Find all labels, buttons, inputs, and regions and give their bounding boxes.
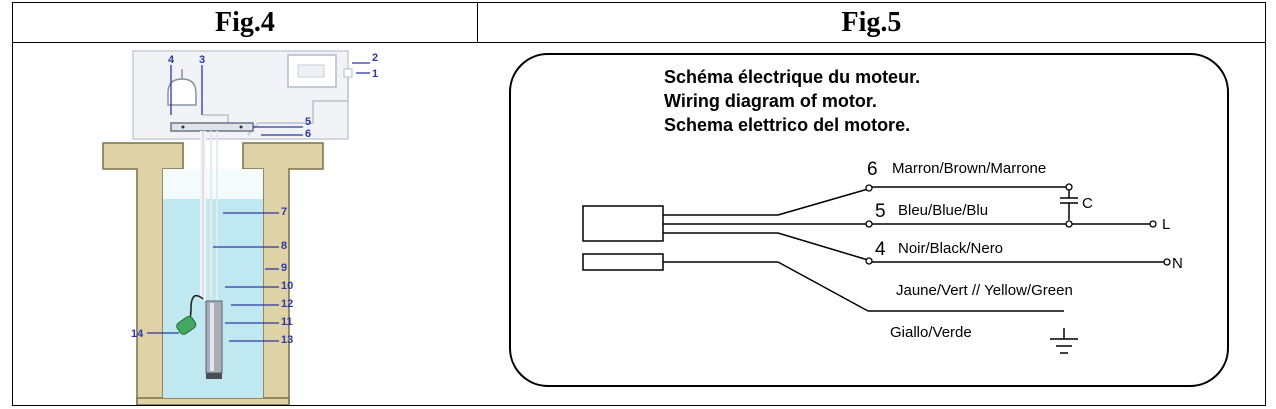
diagram-frame (509, 53, 1229, 387)
label-8: 8 (281, 240, 287, 252)
wire-6-number: 6 (867, 159, 878, 180)
label-10: 10 (281, 280, 293, 292)
leader-lines (147, 62, 370, 342)
well-bottom (136, 397, 290, 405)
switch (343, 68, 353, 78)
neutral-label: N (1172, 255, 1183, 272)
label-11: 11 (281, 316, 293, 328)
wire-4-number: 4 (875, 239, 886, 260)
label-13: 13 (281, 334, 293, 346)
float-switch (176, 315, 197, 335)
wire-5-number: 5 (875, 201, 886, 222)
label-7: 7 (281, 206, 287, 218)
label-5: 5 (305, 116, 311, 128)
capacitor-label: C (1082, 195, 1093, 212)
figures-table: Fig.4 Fig.5 (12, 2, 1266, 406)
title-fr: Schéma électrique du moteur. (664, 67, 920, 87)
wire-6-label: Marron/Brown/Marrone (892, 160, 1046, 177)
faucet (167, 78, 197, 106)
wire-4-label: Noir/Black/Nero (898, 240, 1003, 257)
ground-box (582, 253, 664, 271)
label-14: 14 (131, 328, 144, 340)
control-box-inner (297, 64, 325, 78)
title-en: Wiring diagram of motor. (664, 91, 877, 111)
ground-label-1: Jaune/Vert // Yellow/Green (896, 282, 1073, 299)
label-12: 12 (281, 298, 293, 310)
line-label: L (1162, 216, 1170, 233)
title-it: Schema elettrico del motore. (664, 115, 910, 135)
ground-label-2: Giallo/Verde (890, 324, 972, 341)
label-3: 3 (199, 54, 205, 66)
label-9: 9 (281, 262, 287, 274)
label-2: 2 (372, 52, 378, 64)
fig4-header: Fig.4 (13, 3, 477, 43)
pump-well-diagram: 1 2 3 4 5 6 7 8 9 10 11 12 13 14 (102, 50, 378, 405)
fig5-header: Fig.5 (477, 3, 1265, 43)
wire-5-label: Bleu/Blue/Blu (898, 202, 988, 219)
label-6: 6 (305, 128, 311, 140)
label-1: 1 (372, 68, 378, 80)
motor-box (582, 205, 664, 242)
label-4: 4 (168, 54, 175, 66)
wiring-diagram: Schéma électrique du moteur. Wiring diag… (509, 53, 1229, 387)
power-cable (247, 77, 349, 136)
